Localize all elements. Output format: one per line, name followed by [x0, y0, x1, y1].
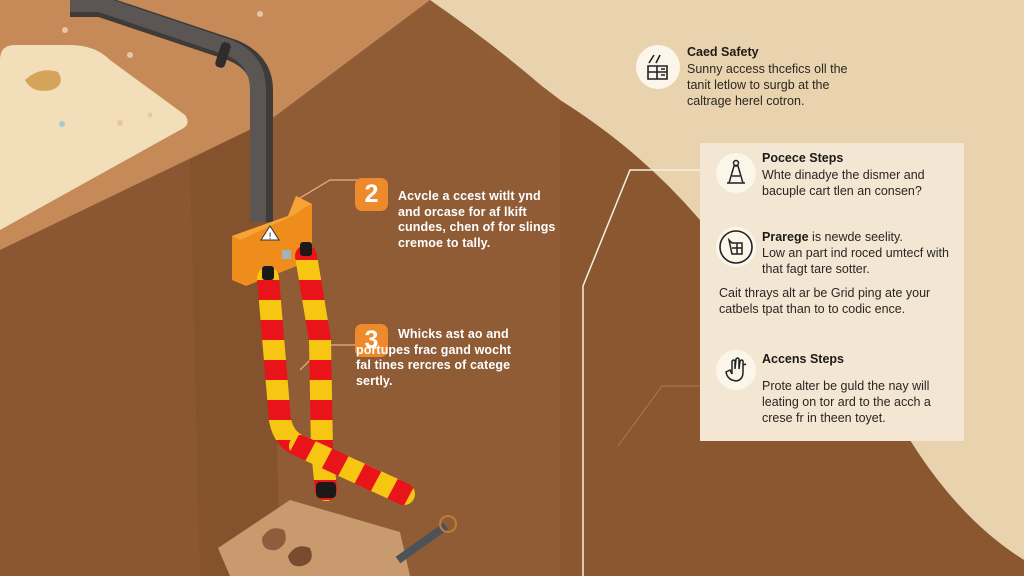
steps-card: [700, 143, 964, 441]
scaffold-icon: [647, 54, 668, 80]
cart-icon: [719, 230, 753, 264]
card-item-1: Pocece Steps Whte dinadye the dismer and…: [762, 150, 957, 199]
card-item-2-body: Low an part ind roced umtecf with that f…: [762, 246, 949, 276]
step-badge-3: 3: [355, 324, 388, 357]
step-badge-2: 2: [355, 178, 388, 211]
traffic-cone-icon: [727, 159, 745, 184]
card-note: Cait thrays alt ar be Grid ping ate your…: [719, 286, 931, 316]
card-item-1-icon-wrap: [716, 153, 756, 193]
card-item-3: Accens Steps Prote alter be guld the nay…: [762, 351, 957, 426]
card-item-2-title-suffix: is newde seelity.: [808, 230, 903, 244]
top-callout: Caed Safety Sunny access thcefics oll th…: [687, 44, 857, 109]
hand-icon: [725, 357, 747, 382]
top-callout-title: Caed Safety: [687, 45, 759, 59]
card-item-3-icon-wrap: [716, 350, 756, 390]
card-item-1-title: Pocece Steps: [762, 151, 844, 165]
top-callout-icon-wrap: [636, 45, 680, 89]
card-item-3-body: Prote alter be guld the nay will leating…: [762, 379, 931, 425]
top-callout-body: Sunny access thcefics oll the tanit letl…: [687, 62, 848, 108]
card-item-2-icon-wrap: [716, 227, 756, 267]
step-text-3: Whicks ast ao and portupes frac gand woc…: [356, 327, 512, 388]
card-item-3-title: Accens Steps: [762, 352, 844, 366]
svg-text:!: !: [268, 232, 272, 242]
card-item-1-body: Whte dinadye the dismer and bacuple cart…: [762, 168, 925, 198]
step-text-2: Acvcle a ccest witlt ynd and orcase for …: [398, 189, 556, 250]
card-item-2-title: Prarege: [762, 230, 809, 244]
card-item-2: Prarege is newde seelity. Low an part in…: [762, 229, 957, 277]
